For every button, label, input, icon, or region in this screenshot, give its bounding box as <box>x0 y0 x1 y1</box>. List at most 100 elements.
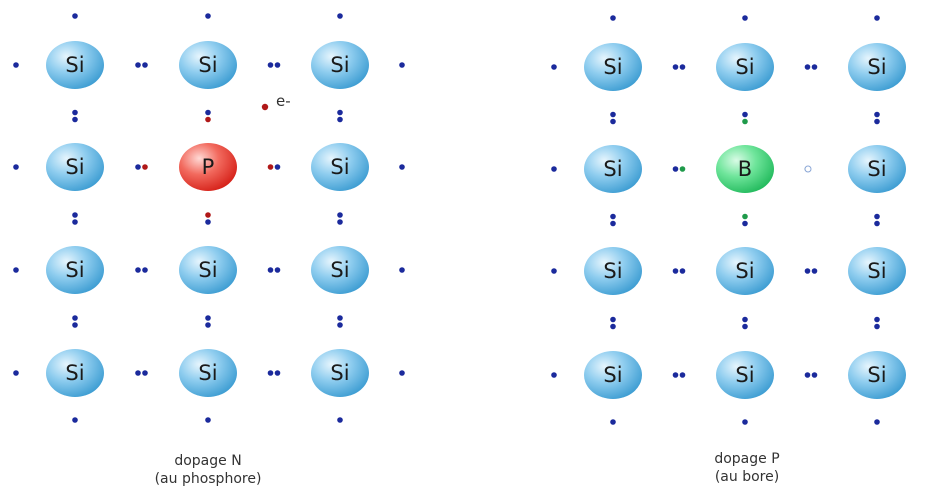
valence-electron <box>742 419 748 425</box>
valence-electron <box>142 164 148 170</box>
valence-electron <box>742 316 748 323</box>
covalent-bond <box>610 213 616 227</box>
valence-electron <box>874 323 880 330</box>
atom-sphere <box>848 247 906 295</box>
electron-hole <box>804 165 812 173</box>
covalent-bond <box>135 370 148 376</box>
caption-p-subtitle: (au bore) <box>714 469 780 485</box>
valence-electron <box>72 417 78 423</box>
silicon-atom: Si <box>311 143 369 191</box>
valence-electron <box>142 267 148 273</box>
dopant-label: P <box>202 155 215 179</box>
silicon-atom: Si <box>179 41 237 89</box>
valence-electron <box>337 219 343 225</box>
atom-sphere <box>584 247 642 295</box>
valence-electron <box>811 268 818 274</box>
atom-label: Si <box>65 258 84 282</box>
covalent-bond <box>72 212 78 225</box>
valence-electron <box>205 109 211 116</box>
valence-electron <box>337 109 343 116</box>
silicon-atom: Si <box>848 43 906 91</box>
valence-electron <box>811 64 818 70</box>
valence-electron <box>610 419 616 425</box>
valence-electron <box>72 322 78 328</box>
valence-electron <box>610 316 616 323</box>
valence-electron <box>610 323 616 330</box>
valence-electron <box>205 219 211 225</box>
valence-electron <box>13 267 19 273</box>
atom-sphere <box>848 43 906 91</box>
atom-label: Si <box>65 361 84 385</box>
valence-electron <box>399 370 405 376</box>
valence-electron <box>610 118 616 125</box>
caption-p-title: dopage P <box>714 451 780 467</box>
atom-label: Si <box>603 259 622 283</box>
valence-electron <box>610 213 616 220</box>
valence-electron <box>551 64 557 70</box>
silicon-atom: Si <box>848 145 906 193</box>
silicon-atom: Si <box>46 246 104 294</box>
covalent-bond <box>804 372 818 378</box>
covalent-bond <box>742 213 748 227</box>
silicon-atom: Si <box>716 351 774 399</box>
valence-electron <box>72 315 78 321</box>
valence-electron <box>205 116 211 123</box>
dopant-atom: B <box>716 145 774 193</box>
atom-sphere <box>584 351 642 399</box>
free-electron: e- <box>261 92 291 111</box>
atom-sphere <box>716 43 774 91</box>
valence-electron <box>135 267 141 273</box>
covalent-bond <box>672 268 686 274</box>
covalent-bond <box>135 62 148 68</box>
dopant-atom: P <box>179 143 237 191</box>
caption-p-doping: dopage P (au bore) <box>627 450 867 486</box>
valence-electron <box>13 370 19 376</box>
atom-label: Si <box>735 363 754 387</box>
valence-electron <box>874 15 880 21</box>
covalent-bond <box>672 372 686 378</box>
valence-electron <box>267 62 274 68</box>
atom-label: Si <box>735 259 754 283</box>
silicon-atom: Si <box>311 246 369 294</box>
covalent-bond <box>874 213 880 227</box>
silicon-atom: Si <box>179 246 237 294</box>
valence-electron <box>874 111 880 118</box>
valence-electron <box>274 164 281 170</box>
valence-electron <box>804 268 811 274</box>
caption-n-subtitle: (au phosphore) <box>154 471 262 487</box>
covalent-bond <box>742 111 748 125</box>
silicon-atom: Si <box>848 247 906 295</box>
atom-sphere <box>848 351 906 399</box>
covalent-bond <box>205 109 211 123</box>
valence-electron <box>337 212 343 218</box>
atom-label: Si <box>867 259 886 283</box>
atom-label: Si <box>330 53 349 77</box>
atom-sphere <box>311 349 369 397</box>
atom-sphere <box>179 349 237 397</box>
silicon-atom: Si <box>716 247 774 295</box>
valence-electron <box>72 219 78 225</box>
silicon-atom: Si <box>46 143 104 191</box>
silicon-atom: Si <box>179 349 237 397</box>
atom-sphere <box>311 41 369 89</box>
valence-electron <box>267 370 274 376</box>
valence-electron <box>874 118 880 125</box>
covalent-bond <box>742 316 748 330</box>
valence-electron <box>874 220 880 227</box>
valence-electron <box>205 212 211 218</box>
atom-sphere <box>311 246 369 294</box>
valence-electron <box>679 268 686 274</box>
covalent-bond <box>874 316 880 330</box>
valence-electron <box>679 166 686 172</box>
atom-label: Si <box>330 361 349 385</box>
atom-label: Si <box>603 157 622 181</box>
covalent-bond <box>267 164 281 170</box>
valence-electron <box>610 111 616 118</box>
valence-electron <box>874 419 880 425</box>
covalent-bond <box>267 370 281 376</box>
valence-electron <box>337 315 343 321</box>
caption-n-title: dopage N <box>174 453 242 469</box>
